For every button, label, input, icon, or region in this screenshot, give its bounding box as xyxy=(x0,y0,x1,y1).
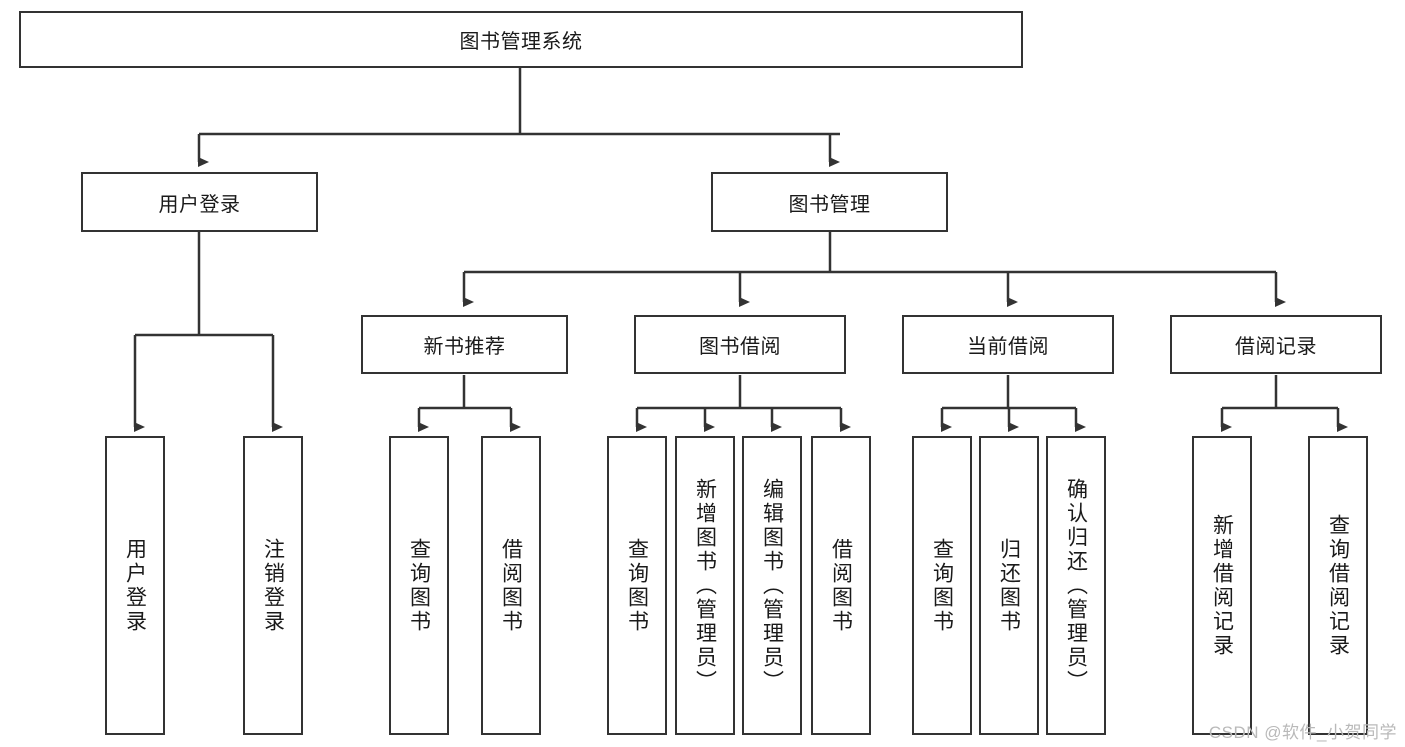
node-leaf-logout-login-label: 注销登录 xyxy=(261,537,285,634)
node-leaf-add-record-label: 新增借阅记录 xyxy=(1210,513,1234,658)
node-current-borrow[interactable]: 当前借阅 xyxy=(902,315,1114,374)
node-borrow-record[interactable]: 借阅记录 xyxy=(1170,315,1382,374)
node-user-login[interactable]: 用户登录 xyxy=(81,172,318,232)
node-leaf-borrow-book-1[interactable]: 借阅图书 xyxy=(481,436,541,735)
node-leaf-query-record-label: 查询借阅记录 xyxy=(1326,513,1350,658)
node-new-book-recommend-label: 新书推荐 xyxy=(423,336,506,358)
node-leaf-user-login-label: 用户登录 xyxy=(123,537,147,634)
node-leaf-add-record[interactable]: 新增借阅记录 xyxy=(1192,436,1252,735)
node-leaf-edit-book-label: 编辑图书（管理员） xyxy=(760,477,784,694)
node-leaf-edit-book[interactable]: 编辑图书（管理员） xyxy=(742,436,802,735)
node-leaf-query-book-3-label: 查询图书 xyxy=(930,537,954,634)
node-book-management-label: 图书管理 xyxy=(788,193,871,216)
node-leaf-add-book[interactable]: 新增图书（管理员） xyxy=(675,436,735,735)
node-borrow-record-label: 借阅记录 xyxy=(1235,336,1317,358)
node-leaf-confirm-return-label: 确认归还（管理员） xyxy=(1064,477,1088,694)
node-leaf-query-book-1[interactable]: 查询图书 xyxy=(389,436,449,735)
node-root[interactable]: 图书管理系统 xyxy=(19,11,1023,68)
node-leaf-borrow-book-1-label: 借阅图书 xyxy=(499,537,523,634)
node-leaf-query-book-2-label: 查询图书 xyxy=(625,537,649,634)
node-leaf-query-book-2[interactable]: 查询图书 xyxy=(607,436,667,735)
node-leaf-return-book-label: 归还图书 xyxy=(997,537,1021,634)
node-leaf-logout-login[interactable]: 注销登录 xyxy=(243,436,303,735)
node-leaf-query-record[interactable]: 查询借阅记录 xyxy=(1308,436,1368,735)
node-leaf-user-login[interactable]: 用户登录 xyxy=(105,436,165,735)
node-leaf-add-book-label: 新增图书（管理员） xyxy=(693,477,717,694)
node-new-book-recommend[interactable]: 新书推荐 xyxy=(361,315,568,374)
node-leaf-borrow-book-2-label: 借阅图书 xyxy=(829,537,853,634)
node-book-borrow-label: 图书借阅 xyxy=(699,336,781,358)
node-leaf-query-book-1-label: 查询图书 xyxy=(407,537,431,634)
node-leaf-confirm-return[interactable]: 确认归还（管理员） xyxy=(1046,436,1106,735)
node-book-management[interactable]: 图书管理 xyxy=(711,172,948,232)
node-current-borrow-label: 当前借阅 xyxy=(967,336,1049,358)
node-leaf-query-book-3[interactable]: 查询图书 xyxy=(912,436,972,735)
node-book-borrow[interactable]: 图书借阅 xyxy=(634,315,846,374)
node-root-label: 图书管理系统 xyxy=(459,31,583,53)
node-leaf-borrow-book-2[interactable]: 借阅图书 xyxy=(811,436,871,735)
node-user-login-label: 用户登录 xyxy=(158,193,241,216)
node-leaf-return-book[interactable]: 归还图书 xyxy=(979,436,1039,735)
